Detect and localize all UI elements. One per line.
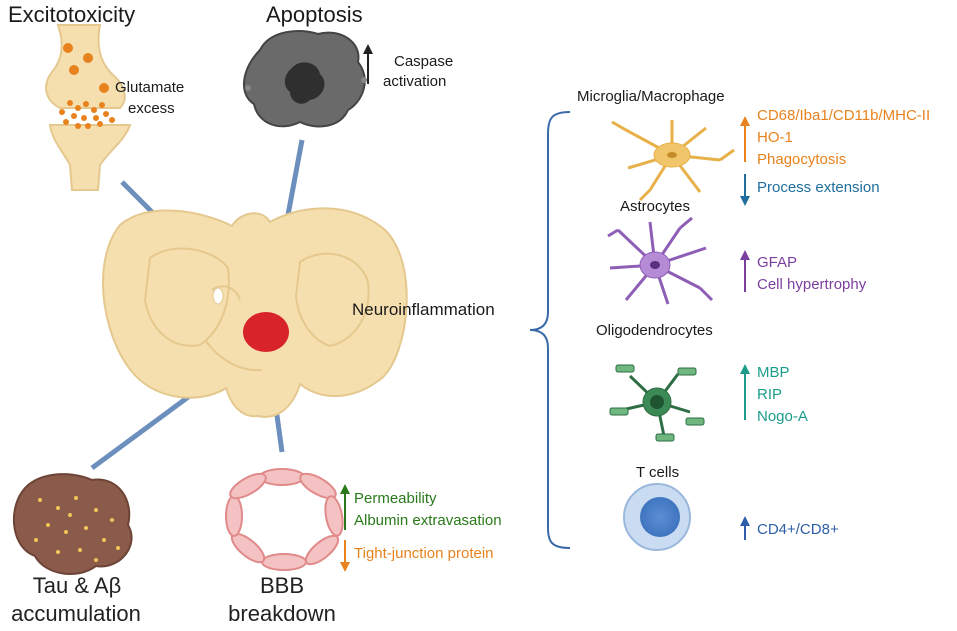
tau-title-1: Tau & Aβ [32,573,122,598]
tau-abeta-illustration [12,473,133,575]
apoptotic-cell-illustration [242,30,367,128]
tau-title-2: accumulation [11,601,141,626]
glutamate-label-1: Glutamate [115,79,185,96]
microglia-marker-1: CD68/Iba1/CD11b/MHC-II [757,107,931,124]
caspase-label-2: activation [383,73,447,90]
microglia-illustration [611,120,735,202]
apoptosis-title: Apoptosis [266,2,363,27]
neuroinflammation-label: Neuroinflammation [352,300,495,319]
bbb-title-2: breakdown [228,601,336,626]
bbb-marker-1: Permeability [354,490,437,507]
microglia-marker-2: HO-1 [757,129,793,146]
microglia-marker-3: Phagocytosis [757,151,847,168]
oligo-marker-3: Nogo-A [757,408,808,425]
astrocyte-illustration [607,216,714,305]
astrocyte-marker-1: GFAP [757,254,798,271]
tcells-title: T cells [636,464,680,481]
microglia-title: Microglia/Macrophage [577,88,725,105]
bbb-illustration [225,468,344,571]
excitotoxicity-title: Excitotoxicity [8,2,136,27]
tcell-marker: CD4+/CD8+ [757,521,839,538]
lesion [243,312,289,352]
oligo-marker-2: RIP [757,386,783,403]
tcell-illustration [623,483,691,551]
bbb-marker-2: Albumin extravasation [354,512,502,529]
synapse-illustration [45,24,132,191]
astrocytes-title: Astrocytes [620,198,691,215]
caspase-label-1: Caspase [394,53,454,70]
oligodendrocytes-title: Oligodendrocytes [596,322,713,339]
oligo-marker-1: MBP [757,364,790,381]
oligodendrocyte-illustration [609,364,705,442]
astrocyte-marker-2: Cell hypertrophy [757,276,867,293]
bbb-title-1: BBB [259,573,305,598]
glutamate-label-2: excess [128,100,175,117]
bbb-marker-3: Tight-junction protein [354,545,494,562]
brace [529,111,571,549]
microglia-down-marker: Process extension [757,179,880,196]
brain-section-illustration [102,207,408,418]
